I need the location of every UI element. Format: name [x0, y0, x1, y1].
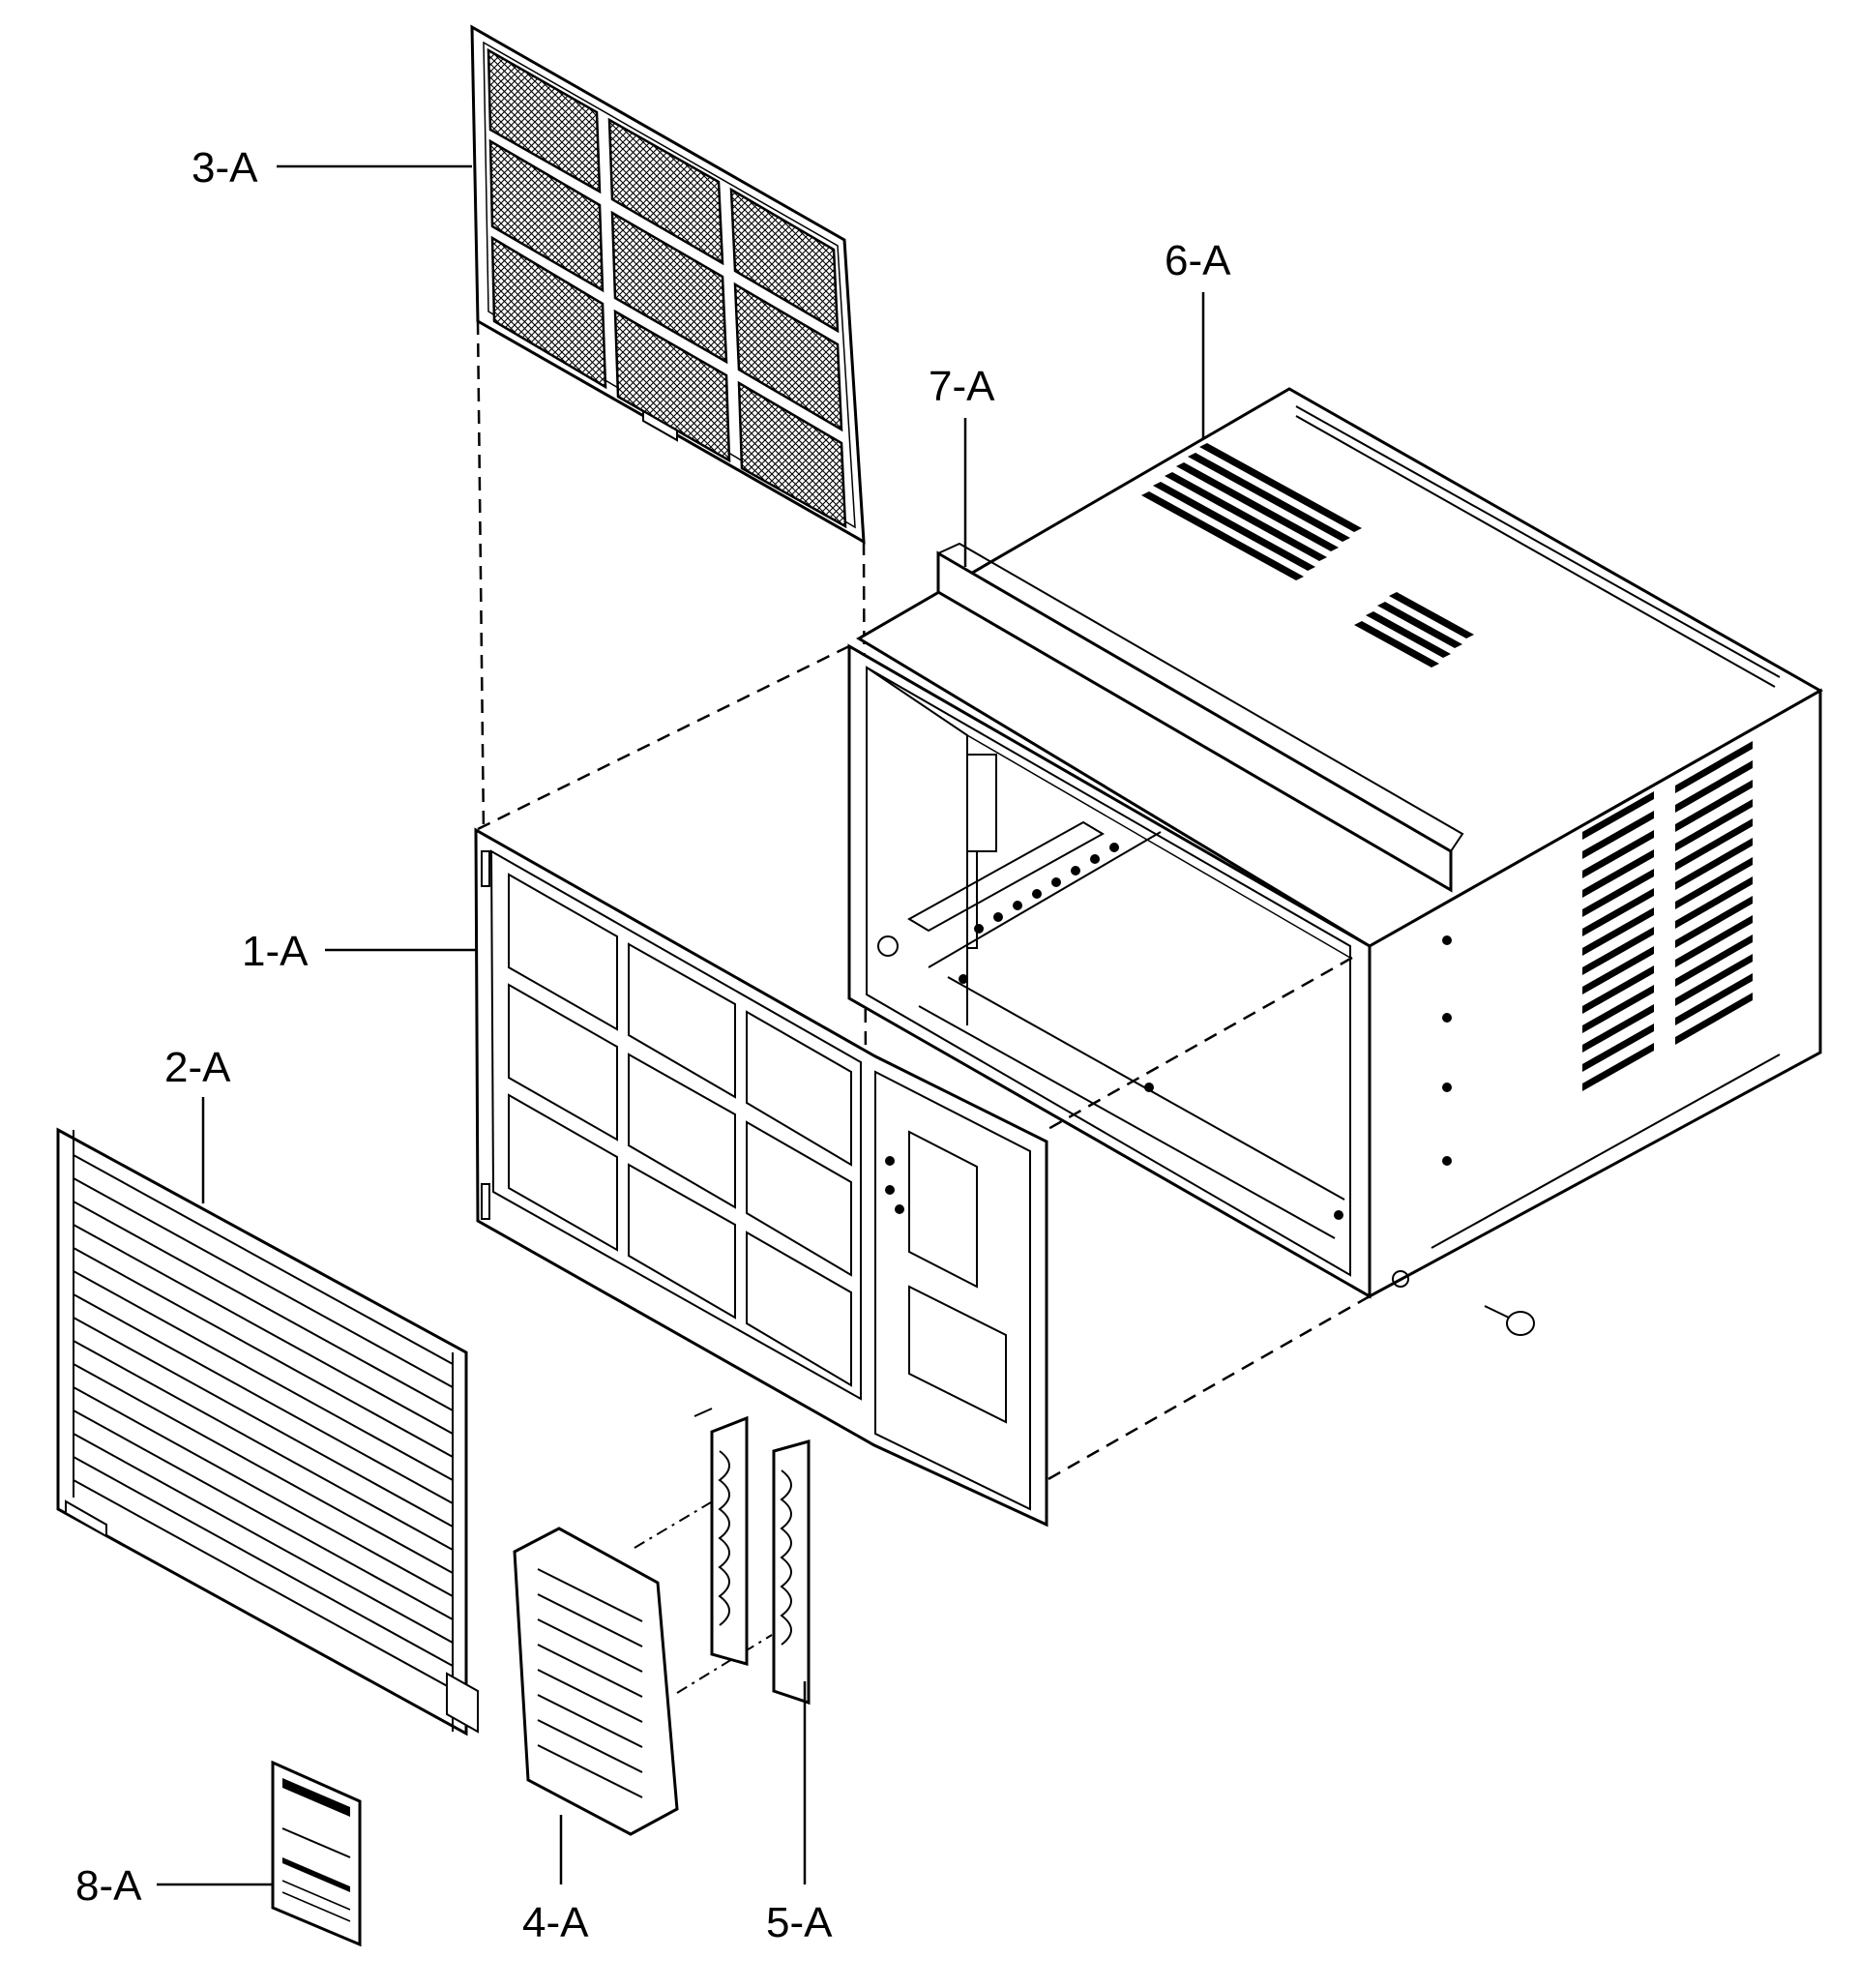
part-label-2a: 2-A — [164, 1044, 231, 1091]
filter-guide-lines — [476, 320, 868, 1073]
part-label-7a: 7-A — [929, 363, 995, 410]
part-label-8a: 8-A — [75, 1862, 142, 1910]
part-label-3a: 3-A — [192, 144, 258, 192]
cabinet-guide-lines — [475, 644, 1371, 1482]
front-grille-2a — [56, 1127, 479, 1736]
cabinet-6a — [847, 387, 1824, 1336]
louver-guide-lines — [634, 1498, 773, 1694]
part-label-5a: 5-A — [766, 1899, 833, 1946]
part-label-6a: 6-A — [1165, 237, 1231, 284]
leader-lines — [157, 164, 1205, 1886]
air-filter-3a — [470, 24, 866, 545]
part-label-4a: 4-A — [522, 1899, 589, 1946]
louver-links-5a — [693, 1408, 811, 1706]
front-panel-1a — [474, 827, 1048, 1528]
label-card-8a — [271, 1760, 362, 1947]
top-rail-7a — [936, 542, 1464, 893]
part-label-1a: 1-A — [242, 928, 309, 975]
louver-4a — [513, 1527, 679, 1836]
